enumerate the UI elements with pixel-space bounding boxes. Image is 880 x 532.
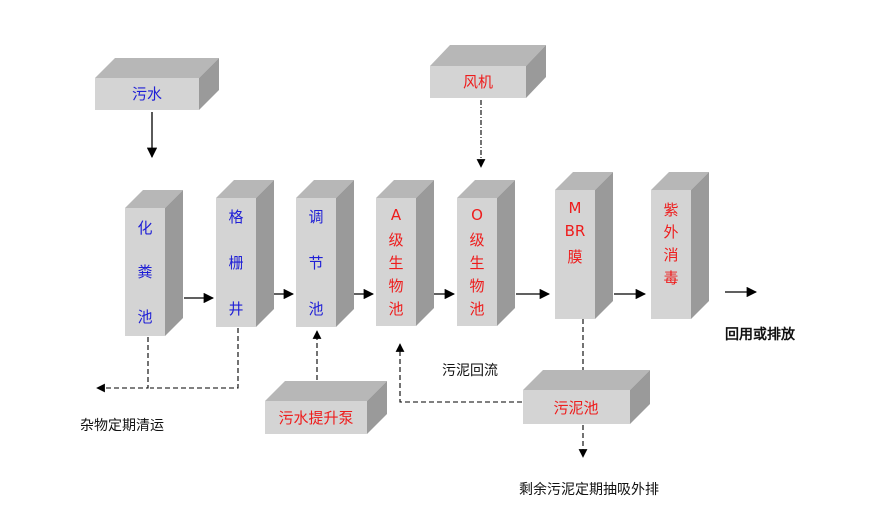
sewage-label: 污水 bbox=[132, 85, 162, 103]
lift-pump-box: 污水提升泵 bbox=[265, 381, 387, 434]
grille-well-char-2: 栅 bbox=[228, 254, 243, 272]
arrow-debris-removal bbox=[96, 337, 149, 393]
grille-well-box: 格 栅 井 bbox=[216, 180, 274, 327]
sludge-tank-label: 污泥池 bbox=[553, 399, 598, 417]
septic-tank-box: 化 粪 池 bbox=[125, 190, 183, 336]
sludge-return-label: 污泥回流 bbox=[442, 363, 498, 379]
grille-well-char-3: 井 bbox=[228, 300, 243, 318]
septic-tank-char-2: 粪 bbox=[137, 263, 152, 281]
o-stage-char-1: O bbox=[471, 206, 483, 224]
uv-char-1: 紫 bbox=[663, 201, 678, 219]
line-grille-debris bbox=[150, 328, 239, 389]
mbr-char-3: 膜 bbox=[567, 248, 582, 266]
sludge-tank-box: 污泥池 bbox=[523, 370, 650, 424]
o-stage-char-4: 物 bbox=[469, 277, 484, 295]
a-stage-char-4: 物 bbox=[388, 277, 403, 295]
regulating-tank-char-2: 节 bbox=[308, 254, 323, 272]
lift-pump-label: 污水提升泵 bbox=[278, 409, 353, 427]
mbr-char-1: M bbox=[569, 199, 582, 217]
reuse-or-discharge-label: 回用或排放 bbox=[725, 326, 796, 343]
regulating-tank-char-1: 调 bbox=[308, 208, 323, 226]
excess-sludge-label: 剩余污泥定期抽吸外排 bbox=[519, 481, 659, 498]
uv-char-2: 外 bbox=[663, 223, 678, 241]
uv-disinfection-box: 紫 外 消 毒 bbox=[651, 172, 709, 319]
arrow-sludge-return bbox=[395, 343, 522, 403]
mbr-box: M BR 膜 bbox=[555, 172, 613, 319]
o-stage-char-2: 级 bbox=[469, 231, 484, 249]
blower-label: 风机 bbox=[463, 73, 493, 91]
a-stage-char-3: 生 bbox=[388, 254, 403, 272]
regulating-tank-char-3: 池 bbox=[308, 300, 323, 318]
sewage-box: 污水 bbox=[95, 58, 219, 110]
blower-box: 风机 bbox=[430, 45, 546, 98]
o-stage-char-5: 池 bbox=[469, 300, 484, 318]
grille-well-char-1: 格 bbox=[228, 208, 243, 226]
a-stage-char-5: 池 bbox=[388, 300, 403, 318]
a-stage-char-1: A bbox=[391, 206, 402, 224]
a-stage-tank-box: A 级 生 物 池 bbox=[376, 180, 434, 326]
mbr-char-2: BR bbox=[565, 222, 586, 240]
o-stage-char-3: 生 bbox=[469, 254, 484, 272]
regulating-tank-box: 调 节 池 bbox=[296, 180, 354, 327]
septic-tank-char-3: 池 bbox=[137, 308, 152, 326]
uv-char-3: 消 bbox=[663, 246, 678, 264]
o-stage-tank-box: O 级 生 物 池 bbox=[457, 180, 515, 326]
septic-tank-char-1: 化 bbox=[137, 219, 152, 237]
uv-char-4: 毒 bbox=[663, 269, 678, 287]
a-stage-char-2: 级 bbox=[388, 231, 403, 249]
debris-removal-label: 杂物定期清运 bbox=[80, 418, 164, 434]
